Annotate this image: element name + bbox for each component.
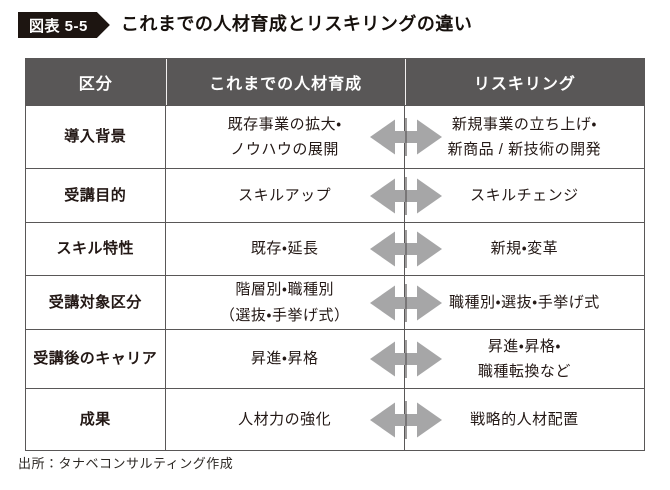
traditional-cell: スキルアップ [166,169,405,222]
header-category: 区分 [78,76,113,93]
source-note: 出所：タナベコンサルティング作成 [18,456,234,471]
figure-number-label: 図表 5-5 [29,17,88,35]
comparison-table: 区分 これまでの人材育成 リスキリング 導入背景 既存事業の拡大・ ノウハウの展… [25,58,645,451]
header-traditional: これまでの人材育成 [165,59,405,105]
table-row: スキル特性 既存・延長 新規・変革 [26,222,644,275]
header-reskilling: リスキリング [404,59,644,105]
reskilling-cell: 新規事業の立ち上げ・ 新商品 / 新技術の開発 [447,115,602,159]
table-row: 受講対象区分 階層別・職種別 （選抜・手挙げ式） 職種別・選抜・手挙げ式 [26,275,644,329]
row-category: 受講後のキャリア [26,330,166,388]
table-row: 導入背景 既存事業の拡大・ ノウハウの展開 新規事業の立ち上げ・ 新商品 / 新… [26,105,644,168]
traditional-cell: 昇進・昇格 [166,330,405,388]
row-category: 成果 [26,389,166,450]
row-category: 受講目的 [26,169,166,222]
table-header-row: 区分 これまでの人材育成 リスキリング [26,59,644,105]
reskilling-cell: スキルチェンジ [470,186,579,204]
reskilling-cell: 新規・変革 [490,240,559,258]
traditional-cell: 階層別・職種別 （選抜・手挙げ式） [166,276,405,329]
row-category: 受講対象区分 [26,276,166,329]
figure-number-badge: 図表 5-5 [18,12,110,38]
traditional-cell: 既存事業の拡大・ ノウハウの展開 [166,106,405,168]
figure-title-row: 図表 5-5 これまでの人材育成とリスキリングの違い [18,12,472,38]
reskilling-cell: 戦略的人材配置 [470,410,579,428]
reskilling-cell: 職種別・選抜・手挙げ式 [449,293,600,311]
table-row: 受講目的 スキルアップ スキルチェンジ [26,168,644,222]
table-row: 成果 人材力の強化 戦略的人材配置 [26,388,644,450]
traditional-cell: 人材力の強化 [166,389,405,450]
traditional-cell: 既存・延長 [166,223,405,275]
table-row: 受講後のキャリア 昇進・昇格 昇進・昇格・ 職種転換など [26,329,644,388]
row-category: スキル特性 [26,223,166,275]
row-category: 導入背景 [26,106,166,168]
figure-title: これまでの人材育成とリスキリングの違い [120,14,473,35]
reskilling-cell: 昇進・昇格・ 職種転換など [477,337,571,381]
